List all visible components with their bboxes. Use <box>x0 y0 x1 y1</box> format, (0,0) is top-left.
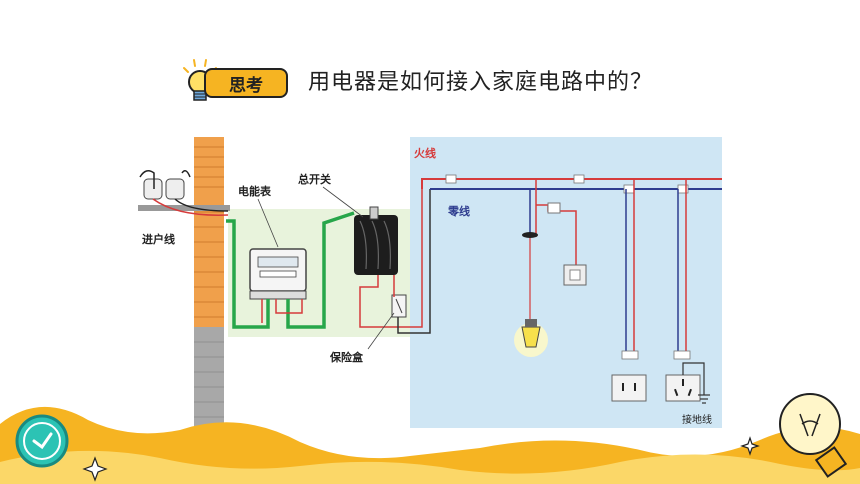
lightbulb-decor-icon <box>779 393 848 478</box>
neutral-wire-label: 零线 <box>447 204 470 218</box>
think-tag: 思考 <box>204 68 288 98</box>
meter-label: 电能表 <box>238 184 272 198</box>
pendant-lamp-icon <box>514 232 548 357</box>
header: 思考 用电器是如何接入家庭电路中的？ <box>178 58 738 108</box>
main-switch-icon <box>354 206 398 275</box>
fuse-box-label: 保险盒 <box>329 350 364 364</box>
live-wire-label: 火线 <box>414 146 436 160</box>
three-pin-socket-icon <box>665 374 701 402</box>
household-circuit-diagram: 进户线 电能表 总开关 保险盒 火线 零线 接地线 <box>138 137 722 428</box>
fuse-box-icon <box>391 294 407 318</box>
ground-wire-label: 接地线 <box>682 413 712 426</box>
insulator-icon <box>143 178 185 200</box>
wall-switch-icon <box>563 264 587 286</box>
clock-icon <box>15 414 69 468</box>
two-pin-socket-icon <box>611 374 647 402</box>
energy-meter-icon <box>249 248 307 300</box>
main-switch-label: 总开关 <box>298 172 331 186</box>
decorative-footer <box>0 406 860 484</box>
entry-wire-label: 进户线 <box>142 232 175 246</box>
ground-symbol-icon <box>698 394 710 404</box>
page-title: 用电器是如何接入家庭电路中的？ <box>308 70 654 95</box>
